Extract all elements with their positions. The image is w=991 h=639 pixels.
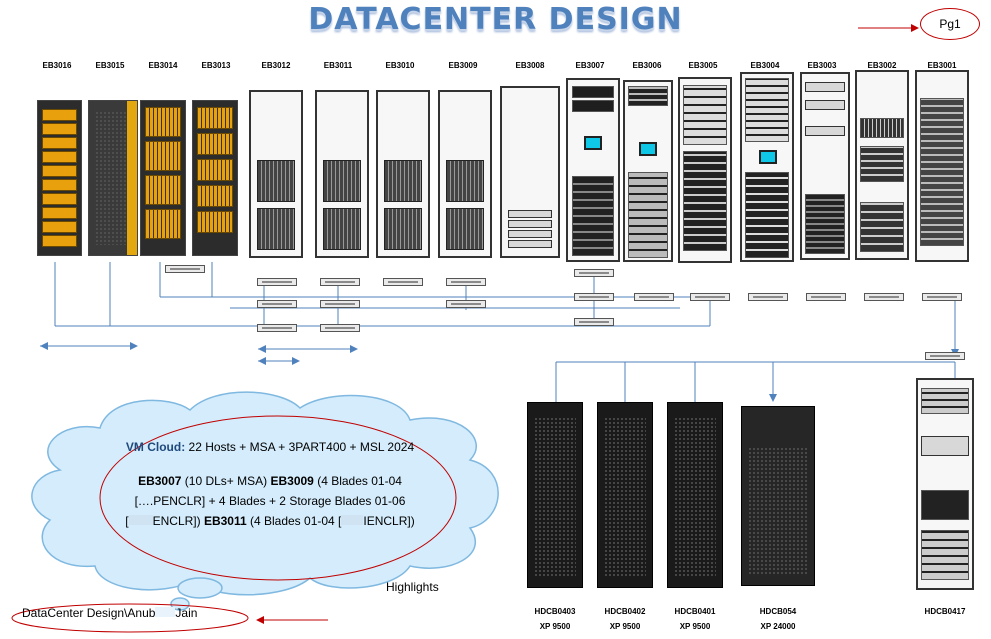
rack-eb3007[interactable] — [566, 78, 620, 262]
switch — [574, 318, 614, 326]
cloud-line-4-b: ENCLR]) — [152, 514, 204, 528]
storage-model: XP 24000 — [760, 622, 796, 631]
rack-label: EB3008 — [515, 61, 545, 70]
storage-label: HDCB054 XP 24000 — [743, 607, 813, 631]
rack-label: EB3002 — [867, 61, 897, 70]
footer-path-text: DataCenter Design\Anub — [22, 606, 156, 620]
rack-eb3002[interactable] — [855, 70, 909, 260]
storage-id: HDCB0417 — [924, 607, 966, 616]
rack-eb3014[interactable] — [140, 100, 186, 256]
switch — [748, 293, 788, 301]
rack-label: EB3007 — [575, 61, 605, 70]
redacted-block — [128, 515, 153, 525]
footer-path-end: Jain — [175, 606, 198, 620]
rack-hdcb0417[interactable] — [916, 378, 974, 590]
storage-id: HDCB0402 — [604, 607, 646, 616]
storage-label: HDCB0402 XP 9500 — [590, 607, 660, 631]
switch — [574, 293, 614, 301]
page-title: DATACENTER DESIGN — [308, 2, 683, 37]
cloud-line-1-bold: VM Cloud: — [125, 440, 186, 454]
page-tag: Pg1 — [920, 8, 980, 40]
rack-label: EB3003 — [807, 61, 837, 70]
rack-label: EB3009 — [448, 61, 478, 70]
storage-id: HDCB054 — [759, 607, 797, 616]
switch — [446, 278, 486, 286]
switch — [257, 278, 297, 286]
rack-hdcb054[interactable] — [741, 406, 815, 586]
rack-eb3005[interactable] — [678, 77, 732, 263]
switch — [257, 324, 297, 332]
cloud-line-2-bold-a: EB3007 — [138, 474, 182, 488]
switch — [383, 278, 423, 286]
storage-label: HDCB0403 XP 9500 — [520, 607, 590, 631]
rack-eb3004[interactable] — [740, 72, 794, 262]
footer-path: DataCenter Design\Anub Jain — [22, 606, 197, 620]
redacted-block — [155, 607, 176, 617]
cloud-line-1-rest: 22 Hosts + MSA + 3PART400 + MSL 2024 — [185, 440, 415, 454]
rack-label: EB3006 — [632, 61, 662, 70]
rack-eb3015[interactable] — [88, 100, 138, 256]
switch — [806, 293, 846, 301]
switch — [925, 352, 965, 360]
rack-label: EB3012 — [261, 61, 291, 70]
rack-eb3011[interactable] — [315, 90, 369, 258]
cloud-line-2: EB3007 (10 DLs+ MSA) EB3009 (4 Blades 01… — [90, 474, 450, 488]
storage-label: HDCB0417 — [910, 607, 980, 622]
highlights-label: Highlights — [386, 580, 439, 594]
rack-label: EB3013 — [201, 61, 231, 70]
cloud-line-4-a: [ — [125, 514, 129, 528]
rack-label: EB3010 — [385, 61, 415, 70]
storage-model: XP 9500 — [609, 622, 641, 631]
switch — [257, 300, 297, 308]
cloud-line-3: [….PENCLR] + 4 Blades + 2 Storage Blades… — [90, 494, 450, 508]
cloud-line-3-text: [….PENCLR] + 4 Blades + 2 Storage Blades… — [134, 494, 406, 508]
switch — [922, 293, 962, 301]
switch — [165, 265, 205, 273]
rack-hdcb0401[interactable] — [667, 402, 723, 588]
switch — [446, 300, 486, 308]
storage-id: HDCB0403 — [534, 607, 576, 616]
cloud-line-4: [ ENCLR]) EB3011 (4 Blades 01-04 [ IENCLR]… — [90, 514, 450, 528]
cloud-line-4-rest: (4 Blades 01-04 [ — [246, 514, 342, 528]
cloud-line-4-end: IENCLR]) — [363, 514, 415, 528]
cloud-line-2-rest-b: (4 Blades 01-04 — [313, 474, 402, 488]
rack-label: EB3014 — [148, 61, 178, 70]
cloud-line-4-bold: EB3011 — [203, 514, 247, 528]
rack-label: EB3004 — [750, 61, 780, 70]
rack-eb3008[interactable] — [500, 86, 560, 258]
rack-label: EB3005 — [688, 61, 718, 70]
rack-label: EB3001 — [927, 61, 957, 70]
redacted-block — [341, 515, 364, 525]
rack-eb3003[interactable] — [800, 72, 850, 260]
rack-eb3009[interactable] — [438, 90, 492, 258]
storage-model: XP 9500 — [539, 622, 571, 631]
rack-label: EB3016 — [42, 61, 72, 70]
cloud-line-2-bold-b: EB3009 — [270, 474, 314, 488]
rack-hdcb0402[interactable] — [597, 402, 653, 588]
rack-eb3016[interactable] — [37, 100, 82, 256]
cloud-line-1: VM Cloud: 22 Hosts + MSA + 3PART400 + MS… — [90, 440, 450, 454]
rack-hdcb0403[interactable] — [527, 402, 583, 588]
rack-eb3013[interactable] — [192, 100, 238, 256]
rack-label: EB3015 — [95, 61, 125, 70]
rack-eb3010[interactable] — [376, 90, 430, 258]
switch — [634, 293, 674, 301]
cloud-line-2-rest-a: (10 DLs+ MSA) — [181, 474, 271, 488]
rack-label: EB3011 — [323, 61, 353, 70]
switch — [690, 293, 730, 301]
switch — [320, 300, 360, 308]
switch — [864, 293, 904, 301]
page-tag-label: Pg1 — [939, 17, 961, 31]
switch — [320, 324, 360, 332]
rack-eb3006[interactable] — [623, 80, 673, 262]
storage-id: HDCB0401 — [674, 607, 716, 616]
switch — [574, 269, 614, 277]
switch — [320, 278, 360, 286]
storage-label: HDCB0401 XP 9500 — [660, 607, 730, 631]
rack-eb3001[interactable] — [915, 70, 969, 262]
rack-eb3012[interactable] — [249, 90, 303, 258]
storage-model: XP 9500 — [679, 622, 711, 631]
